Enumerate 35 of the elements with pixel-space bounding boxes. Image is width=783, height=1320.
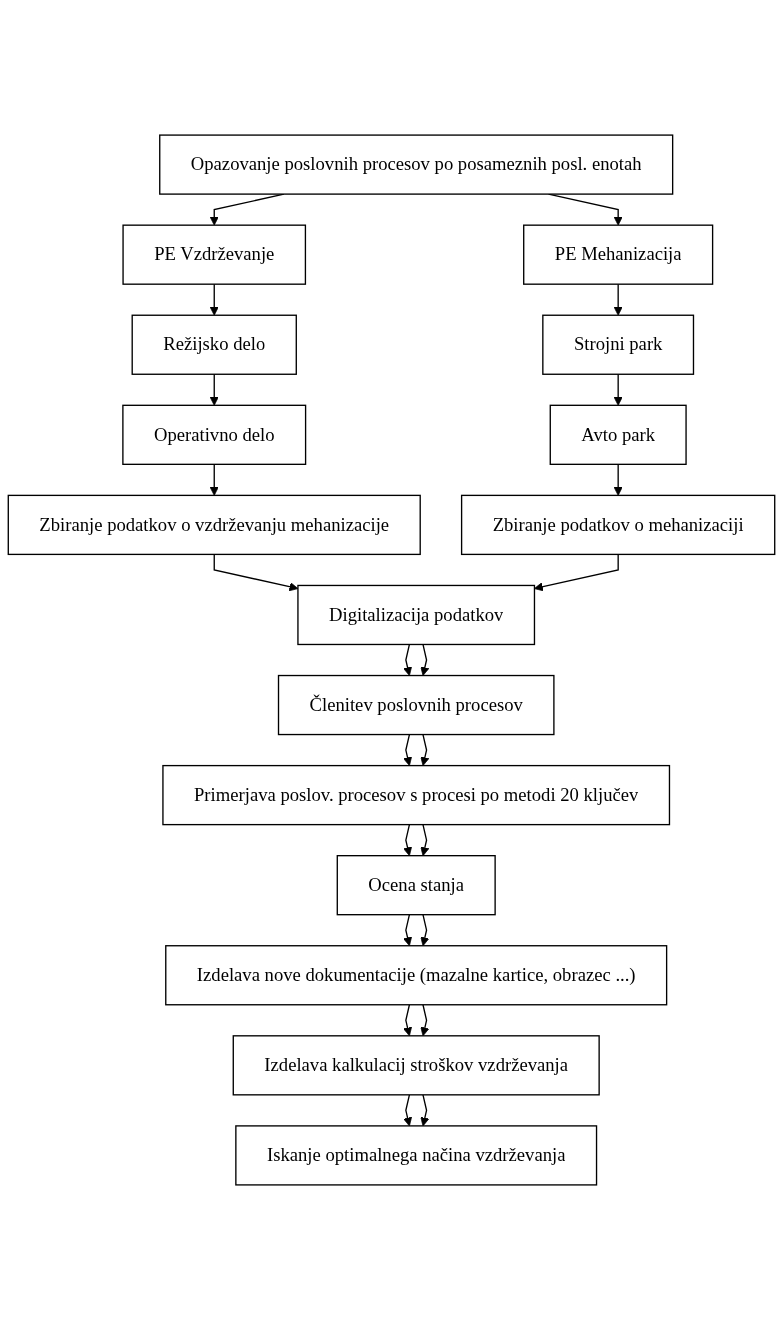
node-box: Izdelava nove dokumentacije (mazalne kartice, obrazec ...) bbox=[165, 945, 668, 1006]
arrow bbox=[420, 733, 430, 766]
arrow bbox=[420, 1094, 430, 1127]
node-box: Zbiranje podatkov o mehanizaciji bbox=[460, 494, 776, 556]
arrow bbox=[403, 1004, 412, 1037]
node-box: Digitalizacija podatkov bbox=[297, 584, 536, 646]
node-box: Opazovanje poslovnih procesov po posameznih posl. enotah bbox=[159, 134, 674, 195]
arrow bbox=[613, 373, 623, 406]
arrow bbox=[209, 373, 219, 406]
node-box: Operativno delo bbox=[122, 404, 307, 465]
node-box: Strojni park bbox=[542, 314, 695, 375]
arrow bbox=[403, 733, 412, 766]
node-box: Izdelava kalkulacij stroškov vzdrževanja bbox=[232, 1035, 600, 1096]
arrow bbox=[420, 823, 430, 857]
node-box: Ocena stanja bbox=[336, 855, 496, 916]
arrow bbox=[403, 1094, 412, 1127]
arrow bbox=[403, 643, 412, 676]
arrow bbox=[613, 283, 623, 316]
arrow bbox=[420, 643, 430, 676]
arrow bbox=[534, 553, 619, 592]
arrow bbox=[403, 914, 412, 947]
node-box: Avto park bbox=[549, 404, 687, 465]
node-box: PE Vzdrževanje bbox=[122, 224, 307, 285]
arrow bbox=[420, 914, 430, 947]
node-box: Členitev poslovnih procesov bbox=[277, 674, 555, 736]
node-box: PE Mehanizacija bbox=[523, 224, 714, 285]
node-box: Zbiranje podatkov o vzdrževanju mehanizacije bbox=[7, 494, 421, 556]
node-box: Iskanje optimalnega načina vzdrževanja bbox=[235, 1125, 598, 1186]
arrow bbox=[209, 463, 219, 496]
node-box: Režijsko delo bbox=[131, 314, 297, 375]
node-box: Primerjava poslov. procesov s procesi po metodi 20 ključev bbox=[162, 764, 671, 826]
arrow bbox=[420, 1004, 430, 1037]
arrow bbox=[209, 283, 219, 316]
arrow bbox=[613, 463, 623, 496]
arrow bbox=[403, 823, 412, 857]
